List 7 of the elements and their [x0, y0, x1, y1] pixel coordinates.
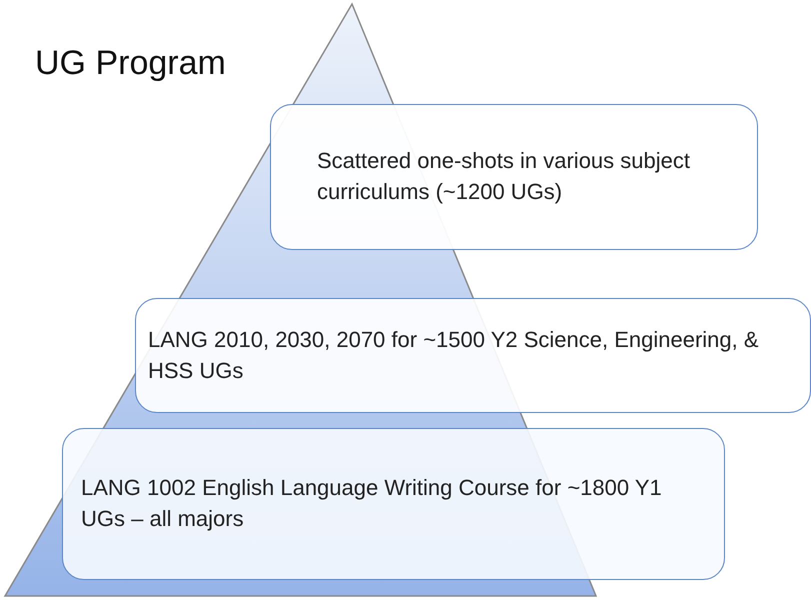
- tier-text: Scattered one-shots in various subject curriculums (~1200 UGs): [317, 147, 691, 206]
- tier-box: [270, 104, 758, 250]
- title: UG Program: [35, 44, 226, 83]
- tier-text: LANG 1002 English Language Writing Course for ~1800 Y1 UGs – all majors: [81, 474, 663, 533]
- tier-box: [62, 428, 725, 580]
- tier-text: LANG 2010, 2030, 2070 for ~1500 Y2 Science, Engineering, & HSS UGs: [148, 326, 760, 384]
- tier-box: [135, 298, 811, 413]
